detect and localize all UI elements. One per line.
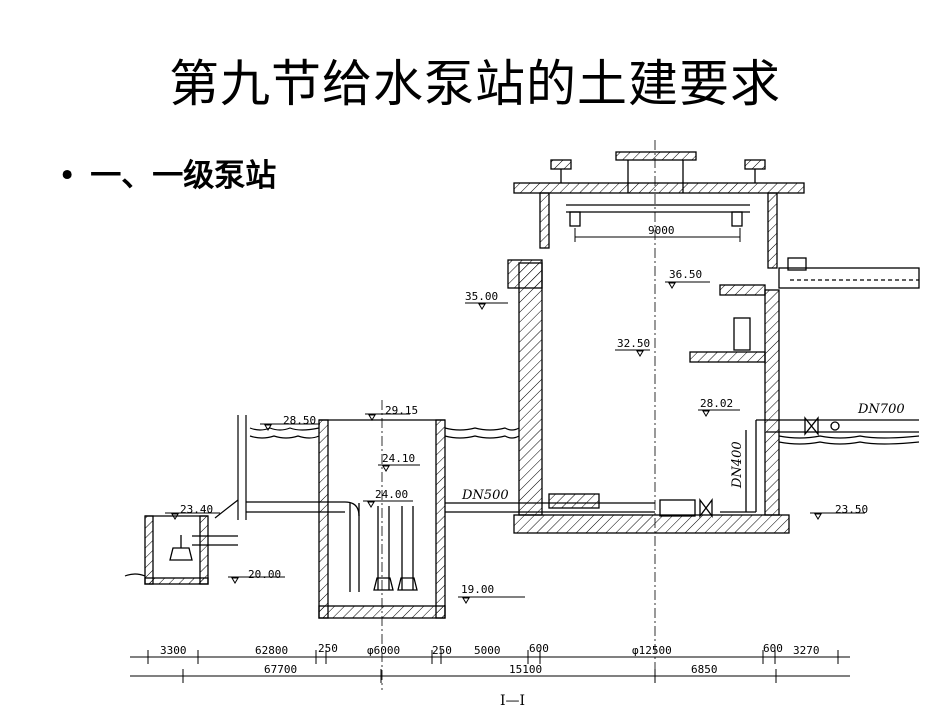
elev-19-00: 19.00 [461, 583, 494, 596]
intake-chamber [144, 515, 209, 585]
dim-62800: 62800 [255, 644, 288, 657]
section-label: I—I [500, 693, 525, 709]
dimension-lines [130, 650, 850, 683]
pump-house [507, 151, 920, 534]
dim-250-left: 250 [318, 642, 338, 655]
elev-28-02: 28.02 [700, 397, 733, 410]
dim-phi-12500: φ12500 [632, 644, 672, 657]
elev-32-50: 32.50 [617, 337, 650, 350]
slide-title: 第九节给水泵站的土建要求 [169, 55, 781, 113]
dim-phi-6000: φ6000 [367, 644, 400, 657]
elev-23-50: 23.50 [835, 503, 868, 516]
dim-600-left: 600 [529, 642, 549, 655]
elevation-labels: 36.50 35.00 32.50 29.15 28.50 28.02 24.1… [180, 268, 868, 596]
elevation-markers [165, 281, 865, 604]
pipelines [192, 416, 919, 546]
pipe-label-dn500: DN500 [461, 488, 509, 503]
elev-20-00: 20.00 [248, 568, 281, 581]
dim-3300: 3300 [160, 644, 187, 657]
dim-67700: 67700 [264, 663, 297, 676]
elev-24-10: 24.10 [382, 452, 415, 465]
pipe-label-dn700: DN700 [857, 402, 905, 417]
dim-600-right: 600 [763, 642, 783, 655]
dim-5000: 5000 [474, 644, 501, 657]
center-lines [381, 140, 656, 690]
elev-35-00: 35.00 [465, 290, 498, 303]
elev-24-00: 24.00 [375, 488, 408, 501]
elev-36-50: 36.50 [669, 268, 702, 281]
dim-6850: 6850 [691, 663, 718, 676]
dim-15100: 15100 [509, 663, 542, 676]
elev-28-50: 28.50 [283, 414, 316, 427]
pipe-label-dn400: DN400 [730, 441, 745, 489]
bullet-item: • 一、一级泵站 [58, 150, 276, 195]
dim-250-right: 250 [432, 644, 452, 657]
bullet-text: 一、一级泵站 [90, 158, 277, 194]
elev-23-40: 23.40 [180, 503, 213, 516]
dimension-labels: 3300 62800 250 φ6000 250 5000 600 φ12500… [160, 642, 820, 676]
elev-29-15: 29.15 [385, 404, 418, 417]
crane-span-label: 9000 [648, 224, 675, 237]
bullet-marker: • [58, 158, 77, 194]
crane-span-dimension [574, 228, 741, 242]
dim-3270: 3270 [793, 644, 820, 657]
